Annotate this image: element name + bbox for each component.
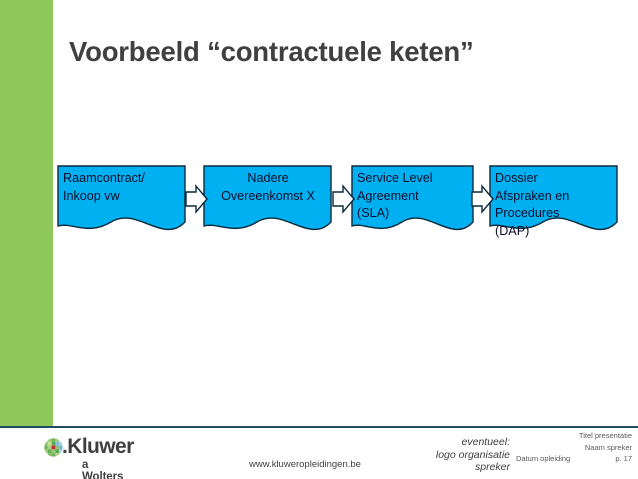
footer-presentation-title: Titel presentatie [578,431,632,440]
footer-course-date: Datum opleiding [516,454,571,463]
flow-arrow-2[interactable] [332,184,355,214]
flow-box-label-dossier-afspraken: Dossier Afspraken en Procedures (DAP) [495,171,570,238]
flow-arrow-1[interactable] [185,184,208,214]
footer-speaker-name: Naam spreker [584,442,632,452]
flow-box-dossier-afspraken[interactable] [489,165,618,231]
left-accent-bar [0,0,53,426]
kluwer-wordmark-text: Kluwer [67,435,134,458]
kluwer-tagline: a Wolters Kluwer business [82,459,124,479]
kluwer-globe-icon [43,437,64,458]
flow-box-label-raamcontract: Raamcontract/ Inkoop vw [63,171,145,203]
flow-box-service-level-agreement[interactable] [351,165,474,231]
flow-box-label-service-level-agreement: Service Level Agreement (SLA) [357,171,433,220]
page-title: Voorbeeld “contractuele keten” [69,36,474,67]
footer-website-url[interactable]: www.kluweropleidingen.be [249,459,361,470]
footer-divider [0,426,638,428]
kluwer-wordmark: .Kluwer [62,435,134,459]
kluwer-wordmark-dot: . [62,435,68,458]
flow-box-nadere-overeenkomst[interactable] [203,165,332,231]
flow-box-raamcontract[interactable] [57,165,186,231]
footer-page-number: p. 17 [615,454,632,463]
footer-organisation-note: eventueel: logo organisatie spreker [435,436,510,473]
flow-box-label-nadere-overeenkomst: Nadere Overeenkomst X [221,171,315,203]
flow-arrow-3[interactable] [471,184,494,214]
footer-meta-block: Titel presentatie Naam spreker Datum opl… [516,430,632,465]
